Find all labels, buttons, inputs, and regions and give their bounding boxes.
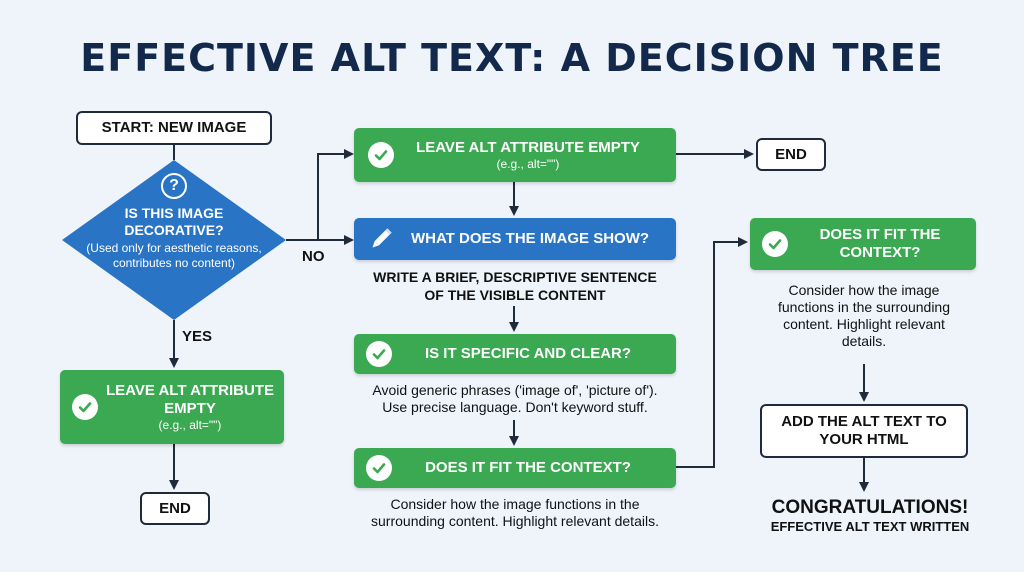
left-leave-sub: (e.g., alt="") — [158, 417, 222, 432]
pencil-icon — [366, 224, 396, 259]
write-note: WRITE A BRIEF, DESCRIPTIVE SENTENCE OF T… — [373, 269, 657, 303]
question-mark-icon: ? — [161, 173, 187, 199]
congratulations-title: CONGRATULATIONS! — [771, 497, 969, 518]
check-icon — [368, 142, 394, 168]
connector-no — [286, 149, 354, 241]
check-icon — [762, 231, 788, 257]
congratulations-block: CONGRATULATIONS! EFFECTIVE ALT TEXT WRIT… — [740, 497, 1000, 535]
top-leave-sub: (e.g., alt="") — [496, 156, 560, 171]
middle-context-title: DOES IT FIT THE CONTEXT? — [425, 459, 631, 476]
start-label: START: NEW IMAGE — [101, 119, 247, 136]
specific-note: Avoid generic phrases ('image of', 'pict… — [372, 382, 658, 415]
check-icon — [366, 455, 392, 481]
top-leave-empty-box: LEAVE ALT ATTRIBUTE EMPTY (e.g., alt="") — [354, 128, 676, 182]
show-title: WHAT DOES THE IMAGE SHOW? — [410, 230, 650, 247]
middle-context-note: Consider how the image functions in the … — [371, 496, 659, 529]
decision-subtext: (Used only for aesthetic reasons, contri… — [86, 241, 262, 270]
decision-text: IS THIS IMAGE DECORATIVE? (Used only for… — [84, 205, 264, 271]
decision-diamond — [62, 160, 286, 320]
top-end-label: END — [775, 145, 807, 163]
specific-title: IS IT SPECIFIC AND CLEAR? — [424, 345, 632, 362]
right-context-title: DOES IT FIT THE CONTEXT? — [819, 226, 941, 261]
left-leave-empty-box: LEAVE ALT ATTRIBUTE EMPTY (e.g., alt="") — [60, 370, 284, 444]
left-end-node: END — [140, 492, 210, 525]
right-context-box: DOES IT FIT THE CONTEXT? — [750, 218, 976, 270]
specific-clear-box: IS IT SPECIFIC AND CLEAR? — [354, 334, 676, 374]
left-end-label: END — [159, 499, 191, 517]
check-icon — [366, 341, 392, 367]
right-context-note: Consider how the image functions in the … — [778, 282, 950, 349]
top-leave-title: LEAVE ALT ATTRIBUTE EMPTY — [416, 138, 640, 156]
check-icon — [72, 394, 98, 420]
start-node: START: NEW IMAGE — [76, 111, 272, 145]
middle-context-box: DOES IT FIT THE CONTEXT? — [354, 448, 676, 488]
decision-question: IS THIS IMAGE DECORATIVE? — [124, 205, 224, 238]
add-alt-text-label: ADD THE ALT TEXT TO YOUR HTML — [781, 413, 947, 448]
add-alt-text-node: ADD THE ALT TEXT TO YOUR HTML — [760, 404, 968, 458]
page-title: EFFECTIVE ALT TEXT: A DECISION TREE — [80, 36, 944, 80]
what-does-image-show-box: WHAT DOES THE IMAGE SHOW? — [354, 218, 676, 260]
yes-label: YES — [182, 328, 213, 345]
connector-context-to-right — [676, 237, 748, 468]
congratulations-sub: EFFECTIVE ALT TEXT WRITTEN — [770, 519, 970, 534]
left-leave-title: LEAVE ALT ATTRIBUTE EMPTY — [105, 381, 275, 417]
no-label: NO — [302, 248, 325, 265]
top-end-node: END — [756, 138, 826, 171]
